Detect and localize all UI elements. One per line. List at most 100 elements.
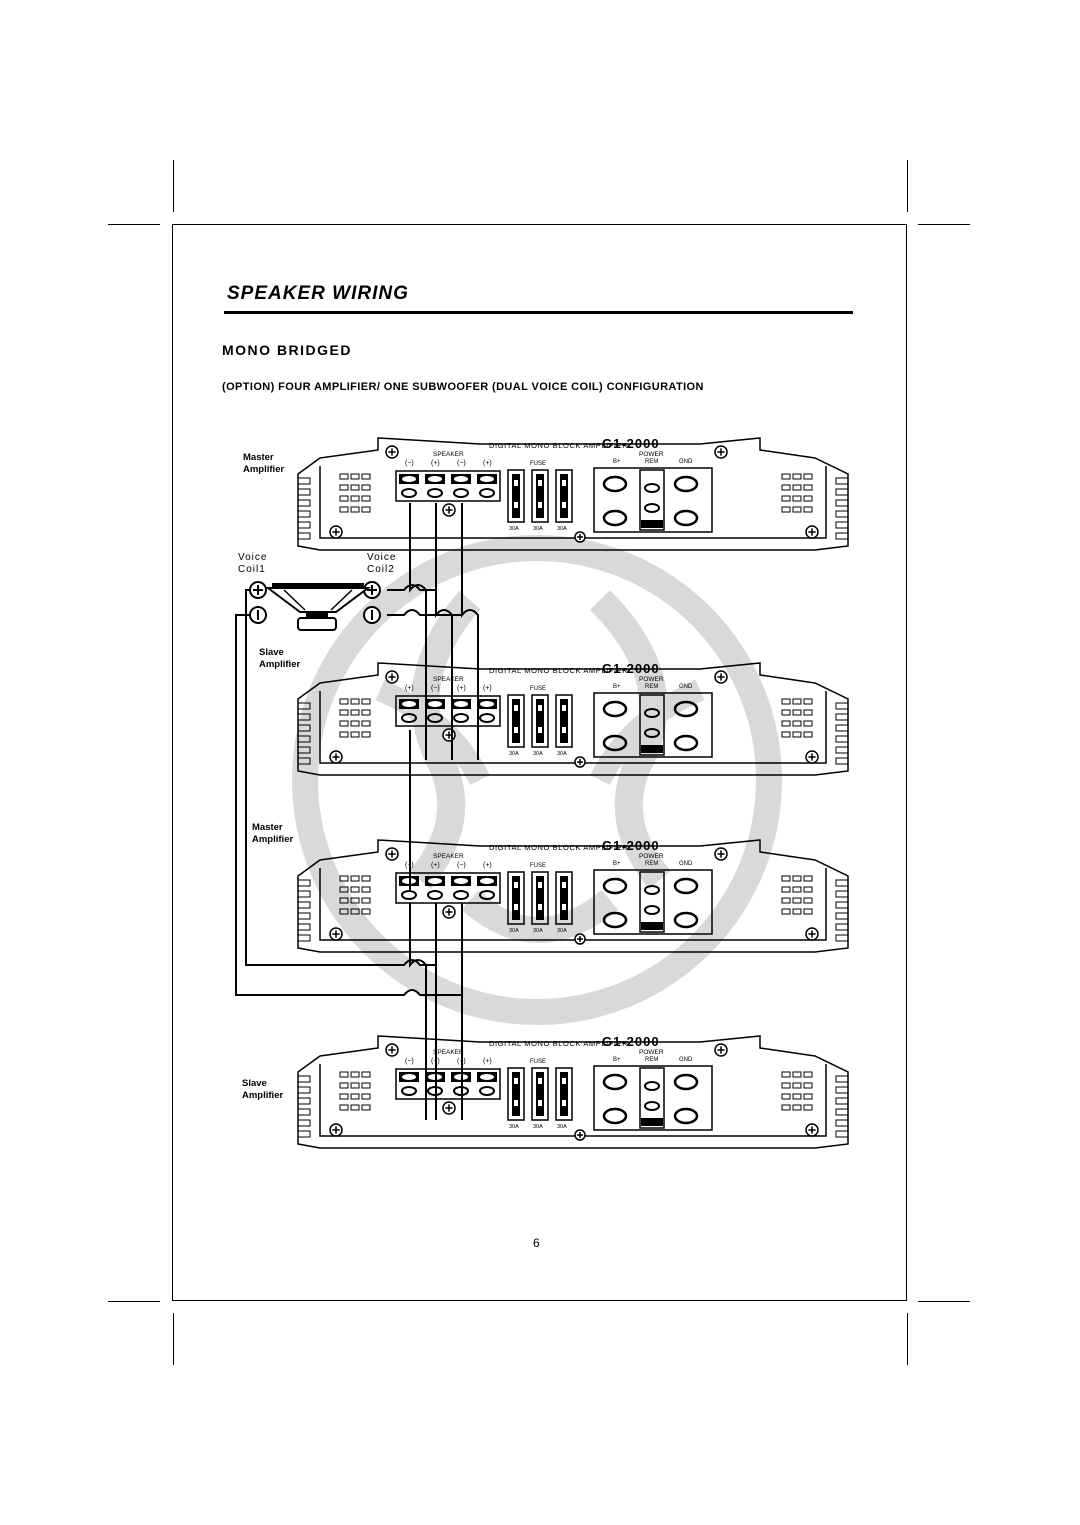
page-number: 6 <box>533 1236 540 1250</box>
fuse-holder <box>555 1067 573 1121</box>
fuse-rating: 30A <box>557 751 567 757</box>
speaker-label: SPEAKER <box>433 451 464 458</box>
fuse <box>560 699 568 743</box>
vent-slot <box>792 875 802 882</box>
vent-slot <box>339 1104 349 1111</box>
vent-slot <box>361 897 371 904</box>
vent-slot <box>803 897 813 904</box>
vent-slot <box>781 506 791 513</box>
heatsink-fin <box>835 1130 849 1138</box>
vent-slot <box>781 484 791 491</box>
fuse-rating: 30A <box>557 526 567 532</box>
amp-housing <box>297 437 849 551</box>
vent-slot <box>792 886 802 893</box>
fuse-holder <box>555 469 573 523</box>
vent-slot <box>792 731 802 738</box>
power-terminal-label: GND <box>679 1057 693 1063</box>
heatsink-fin <box>297 1130 311 1138</box>
power-label: POWER <box>639 1049 664 1056</box>
vent-slot <box>803 709 813 716</box>
amplifier-1: DIGITAL MONO BLOCK AMPLIFIERG1-2000SPEAK… <box>297 436 849 551</box>
speaker-terminal-block <box>395 695 501 727</box>
terminal-screw <box>480 1074 494 1080</box>
power-terminal-screw <box>602 911 628 929</box>
vent-slot <box>361 1104 371 1111</box>
fuse-rating: 30A <box>557 1124 567 1130</box>
vent-slot <box>803 473 813 480</box>
terminal-screw <box>454 476 468 482</box>
vent-slot <box>792 1082 802 1089</box>
vent-slot <box>792 709 802 716</box>
speaker-terminal-polarity: (−) <box>457 460 466 467</box>
power-label: POWER <box>639 853 664 860</box>
terminal-screw <box>454 701 468 707</box>
speaker-terminal-polarity: (−) <box>457 862 466 869</box>
speaker-terminal-polarity: (−) <box>405 460 414 467</box>
heatsink-fin <box>297 521 311 529</box>
vent-slot <box>803 495 813 502</box>
vent-slot <box>361 720 371 727</box>
vent-slot <box>350 908 360 915</box>
voice-coil-1-line1: Voice <box>238 552 268 563</box>
vent-slot <box>361 731 371 738</box>
amp-inner-panel <box>319 1064 827 1137</box>
vent-slot <box>792 473 802 480</box>
page-title: SPEAKER WIRING <box>227 283 409 304</box>
fuse-label: FUSE <box>530 1059 546 1065</box>
power-terminal-screw <box>673 911 699 929</box>
vent-slot <box>339 495 349 502</box>
vent-slot <box>339 1071 349 1078</box>
vent-slot <box>792 495 802 502</box>
subwoofer <box>249 581 381 631</box>
terminal-screw <box>480 878 494 884</box>
speaker-wire <box>461 503 479 760</box>
heatsink-fin <box>297 532 311 540</box>
terminal-screw <box>402 476 416 482</box>
fuse <box>536 699 544 743</box>
crop-mark <box>173 160 174 212</box>
power-terminal-block <box>593 869 713 935</box>
crop-mark <box>108 224 160 225</box>
power-terminal-screw <box>602 1107 628 1125</box>
vent-slot <box>803 886 813 893</box>
heatsink-fin <box>297 746 311 754</box>
speaker-terminal-polarity: (+) <box>457 685 466 692</box>
terminal-screw <box>453 488 469 498</box>
power-terminal-label: B+ <box>613 459 621 465</box>
vent-slot <box>339 875 349 882</box>
fuse <box>560 474 568 518</box>
amp-inner-panel <box>319 466 827 539</box>
vent-slot <box>803 875 813 882</box>
vent-slot <box>339 908 349 915</box>
speaker-terminal-polarity: (−) <box>431 685 440 692</box>
vent-slot <box>803 720 813 727</box>
vent-slot <box>350 709 360 716</box>
amp-4-role-line1: Slave <box>242 1078 267 1089</box>
power-terminal-label: GND <box>679 459 693 465</box>
vent-slot <box>792 698 802 705</box>
vent-slot <box>350 875 360 882</box>
fuse-rating: 30A <box>533 1124 543 1130</box>
terminal-screw <box>453 890 469 900</box>
speaker-wire <box>387 584 436 591</box>
fuse-holder <box>531 694 549 748</box>
vent-slot <box>803 1093 813 1100</box>
power-terminal-label: B+ <box>613 684 621 690</box>
vent-slot <box>781 709 791 716</box>
heatsink-fin <box>297 724 311 732</box>
heatsink-fin <box>297 757 311 765</box>
terminal-screw <box>454 878 468 884</box>
heatsink-fin <box>835 912 849 920</box>
fuse-label: FUSE <box>530 686 546 692</box>
heatsink-fin <box>835 1108 849 1116</box>
vent-slot <box>339 897 349 904</box>
heatsink-fin <box>835 724 849 732</box>
amp-inner-panel <box>319 868 827 941</box>
heatsink-fin <box>297 510 311 518</box>
vent-slot <box>350 1082 360 1089</box>
power-terminal-screw <box>673 475 699 493</box>
heatsink-fin <box>835 1075 849 1083</box>
voice-coil-2-line2: Coil2 <box>367 564 395 575</box>
heatsink-fin <box>297 735 311 743</box>
